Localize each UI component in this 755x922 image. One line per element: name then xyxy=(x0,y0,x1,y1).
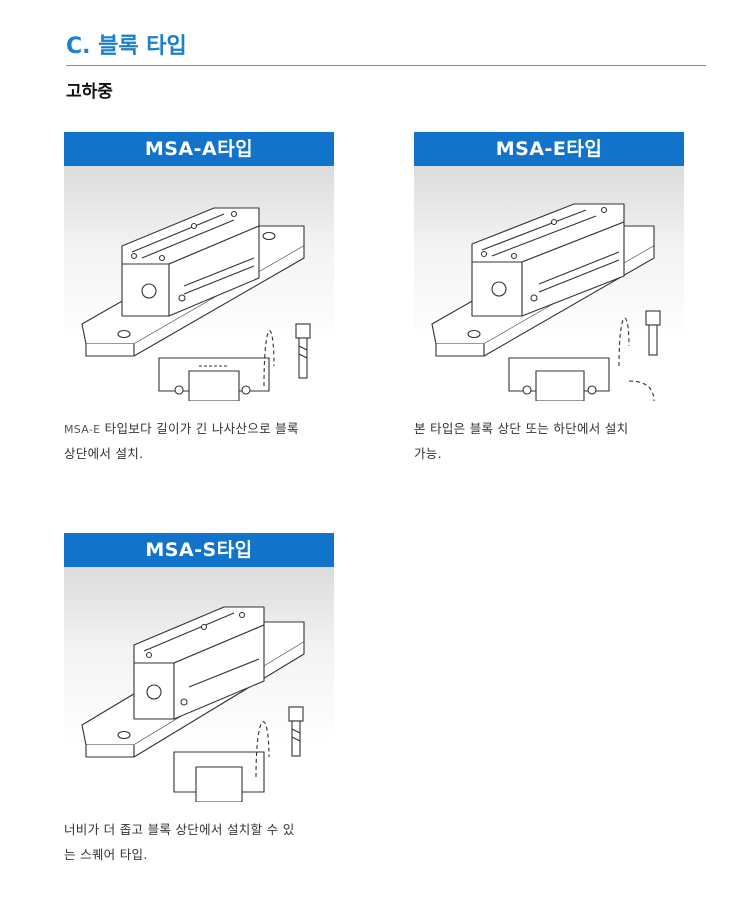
card-description: 본 타입은 블록 상단 또는 하단에서 설치 가능. xyxy=(414,417,684,466)
desc-line-1: 타입보다 길이가 긴 나사산으로 블록 xyxy=(100,421,299,436)
card-msa-a: MSA-A타입 xyxy=(64,132,334,466)
card-description: 너비가 더 좁고 블록 상단에서 설치할 수 있 는 스퀘어 타입. xyxy=(64,818,334,867)
product-illustration xyxy=(64,166,334,401)
desc-line-2: 상단에서 설치. xyxy=(64,446,144,461)
card-description: MSA-E 타입보다 길이가 긴 나사산으로 블록 상단에서 설치. xyxy=(64,417,334,466)
card-title: MSA-A타입 xyxy=(64,132,334,166)
subtitle: 고하중 xyxy=(66,82,113,102)
product-illustration xyxy=(64,567,334,802)
card-msa-s: MSA-S타입 xyxy=(64,533,334,867)
model-prefix: MSA-E xyxy=(64,423,101,436)
section-title: C. 블록 타입 xyxy=(66,34,187,59)
title-divider xyxy=(66,65,706,66)
desc-line-1: 본 타입은 블록 상단 또는 하단에서 설치 xyxy=(414,421,629,436)
card-msa-e: MSA-E타입 xyxy=(414,132,684,466)
product-illustration xyxy=(414,166,684,401)
linear-guide-drawing xyxy=(81,606,305,802)
desc-line-2: 는 스퀘어 타입. xyxy=(64,847,148,862)
linear-guide-drawing xyxy=(431,203,661,401)
card-title: MSA-E타입 xyxy=(414,132,684,166)
desc-line-1: 너비가 더 좁고 블록 상단에서 설치할 수 있 xyxy=(64,822,295,837)
linear-guide-drawing xyxy=(81,207,311,401)
desc-line-2: 가능. xyxy=(414,446,442,461)
card-title: MSA-S타입 xyxy=(64,533,334,567)
